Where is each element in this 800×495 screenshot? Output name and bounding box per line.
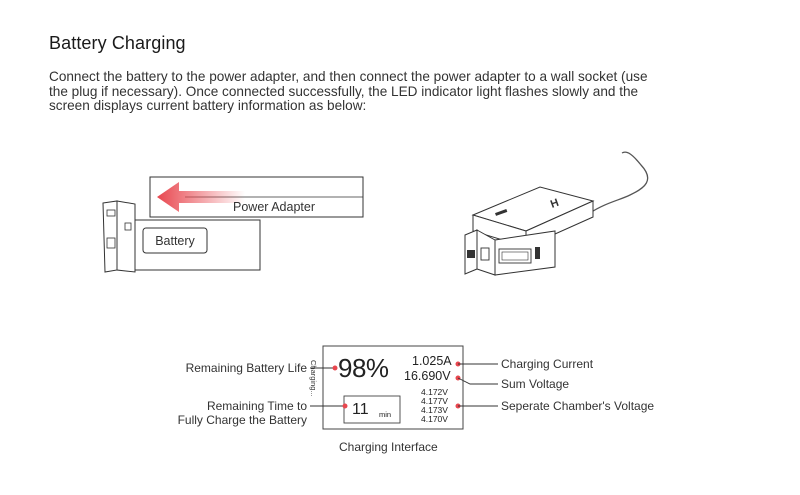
figure-caption: Charging Interface [339, 440, 438, 454]
cell-voltage: 4.170V [421, 414, 448, 424]
callout-sum-voltage: Sum Voltage [501, 377, 570, 391]
battery-percent: 98% [338, 353, 389, 383]
intro-line: screen displays current battery informat… [49, 98, 367, 113]
callout-chamber-voltage: Seperate Chamber's Voltage [501, 399, 655, 413]
callout-charging-current: Charging Current [501, 357, 594, 371]
charging-current-value: 1.025A [412, 354, 452, 368]
cell-voltage-list: 4.172V 4.177V 4.173V 4.170V [421, 388, 448, 424]
cell-voltage: 4.177V [421, 396, 448, 406]
cell-voltage: 4.172V [421, 387, 448, 397]
power-adapter-label: Power Adapter [233, 200, 315, 214]
battery-label: Battery [155, 234, 195, 248]
svg-text:H: H [549, 197, 561, 211]
page-title: Battery Charging [49, 33, 186, 53]
remaining-time-unit: min [379, 410, 392, 419]
battery-insertion-illustration [102, 176, 364, 273]
charger-illustration: H [464, 151, 649, 276]
intro-line: the plug if necessary). Once connected s… [49, 83, 639, 99]
callout-remaining-time-line2: Fully Charge the Battery [177, 413, 307, 427]
callout-remaining-battery-life: Remaining Battery Life [185, 361, 307, 375]
cell-voltage: 4.173V [421, 405, 448, 415]
time-box [343, 395, 401, 424]
charging-status-vertical: Charging... [309, 360, 318, 397]
insert-arrow-icon [157, 182, 245, 212]
charging-interface-diagram [310, 345, 498, 430]
remaining-time-value: 11 [352, 401, 369, 418]
callout-remaining-time-line1: Remaining Time to [206, 399, 307, 413]
intro-line: Connect the battery to the power adapter… [49, 69, 648, 84]
intro-paragraph: Connect the battery to the power adapter… [49, 69, 749, 114]
sum-voltage-value: 16.690V [404, 369, 451, 383]
